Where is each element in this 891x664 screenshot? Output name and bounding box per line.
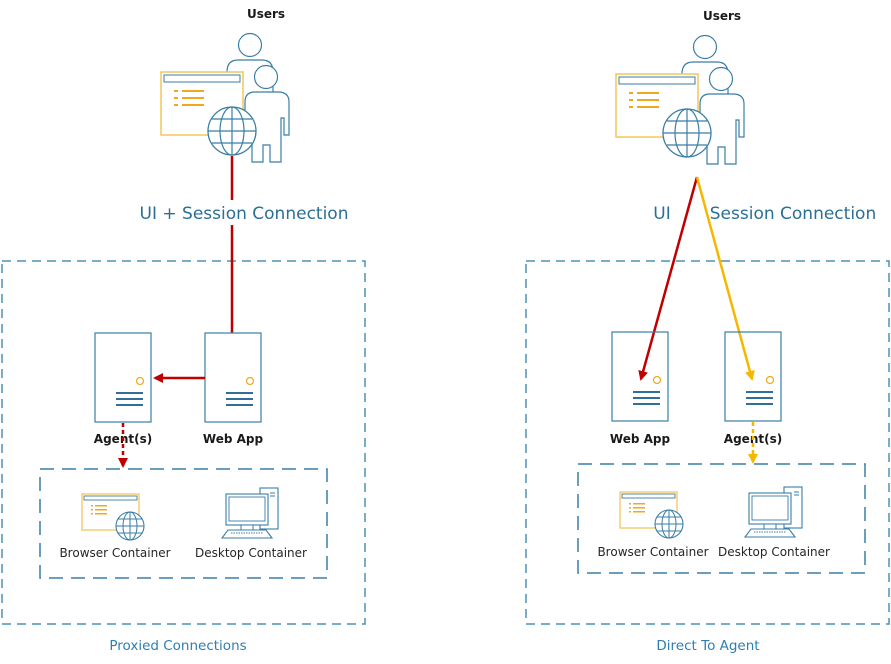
left-desktop-container-icon [220,487,279,539]
left-caption: Proxied Connections [109,638,246,654]
right-desktop-container-icon [743,486,803,538]
right-outer-boundary [525,260,890,625]
right-session-label: Session Connection [710,204,876,224]
left-globe-icon [207,106,257,156]
left-users-icon [160,32,290,163]
right-panel: Users UI Session Connec [525,9,890,654]
left-users-label: Users [247,7,285,21]
right-agent-server-icon [724,331,782,422]
right-webapp-server-icon [611,331,669,422]
left-agent-server-icon [94,332,152,423]
right-desktop-container-label: Desktop Container [718,545,830,559]
right-caption: Direct To Agent [656,638,759,654]
right-users-label: Users [703,9,741,23]
left-container-boundary [39,468,328,579]
left-webapp-server-icon [204,332,262,423]
left-connection-label: UI + Session Connection [140,204,349,224]
left-outer-boundary [1,260,366,625]
left-desktop-container-label: Desktop Container [195,546,307,560]
left-webapp-label: Web App [203,432,264,446]
left-browser-container-label: Browser Container [59,546,170,560]
right-session-arrow [695,176,755,381]
right-container-boundary [577,463,866,574]
right-users-icon [615,34,745,165]
right-globe-icon [662,108,712,158]
right-webapp-label: Web App [610,432,671,446]
right-browser-container-icon [619,491,684,539]
right-browser-container-label: Browser Container [597,545,708,559]
left-browser-container-icon [81,493,145,541]
right-ui-label: UI [653,204,670,224]
left-panel: Users [1,7,366,654]
right-ui-arrow [638,176,699,381]
